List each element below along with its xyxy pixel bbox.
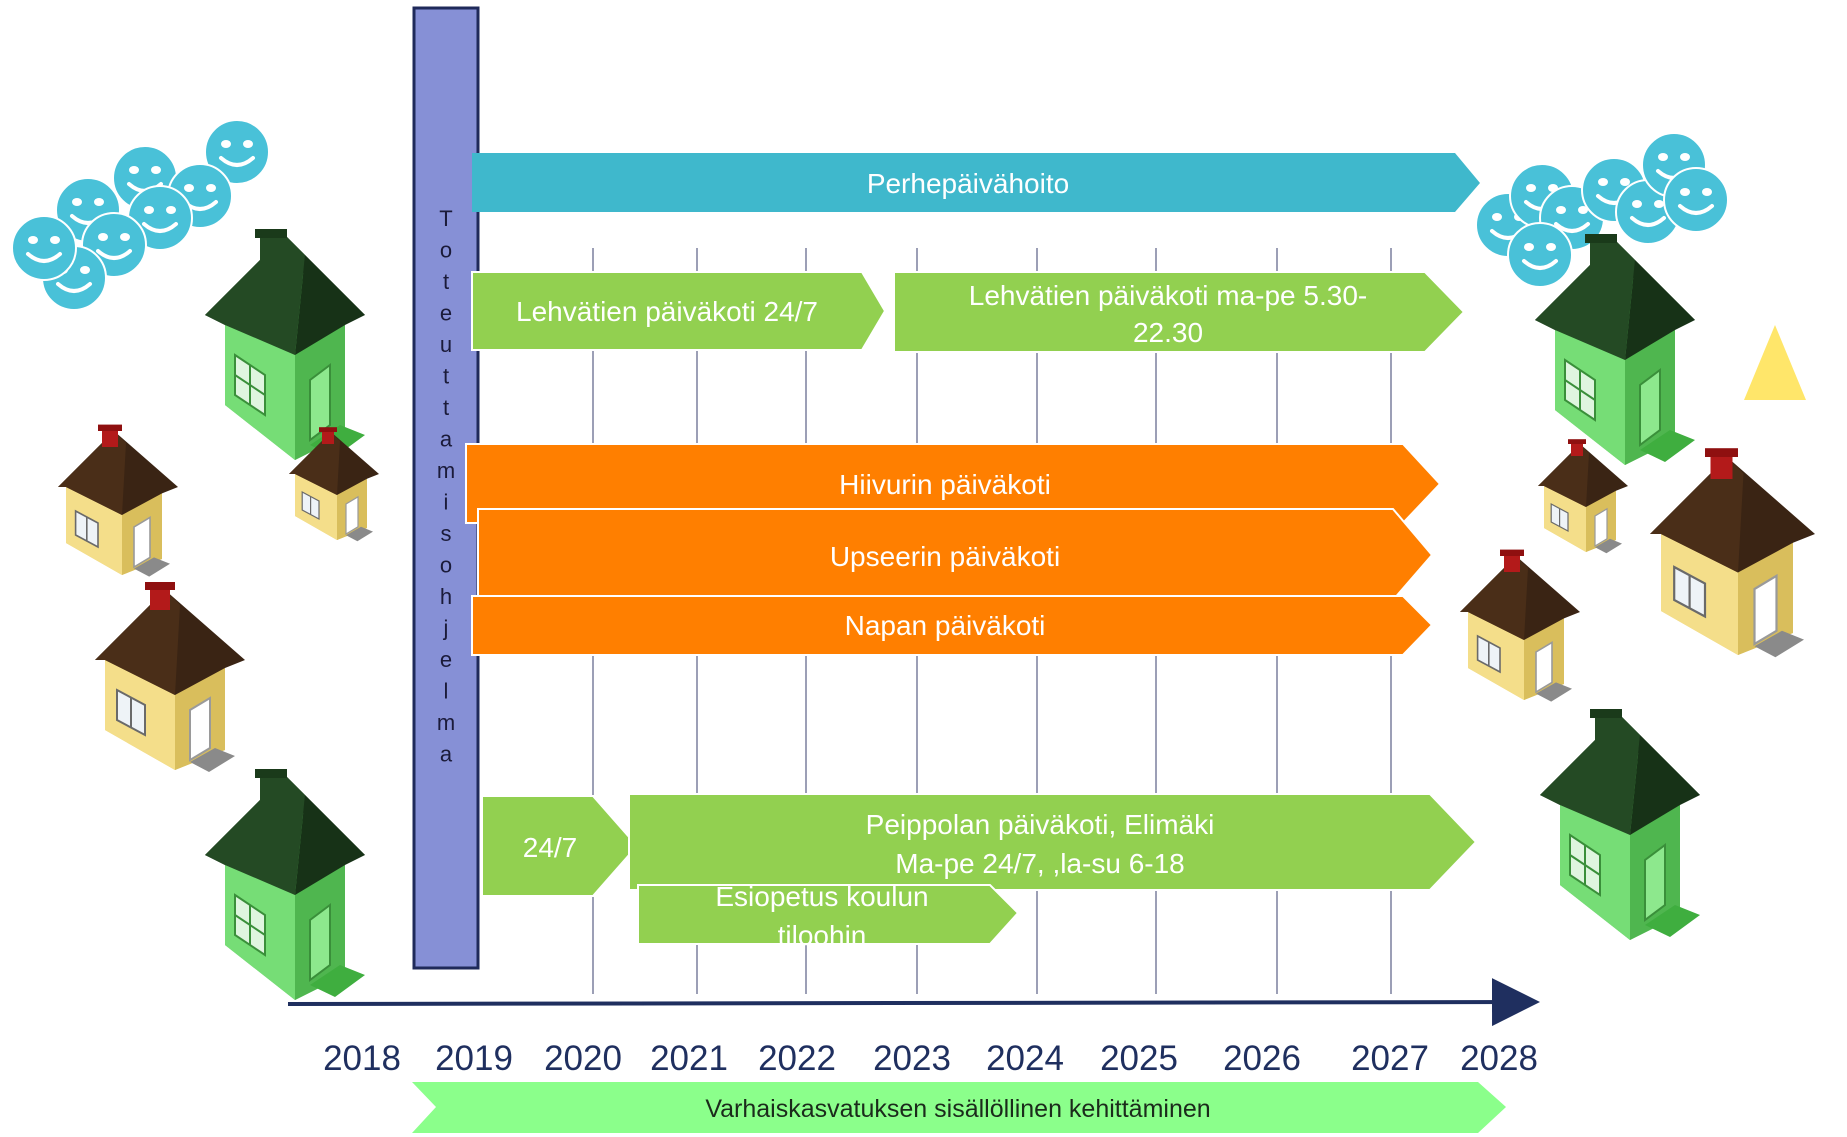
bar-hiivurin-label: Hiivurin päiväkoti [839, 469, 1051, 500]
year-label-2024: 2024 [986, 1039, 1064, 1078]
bar-napan-label: Napan päiväkoti [845, 610, 1046, 641]
program-letter: i [444, 490, 449, 515]
bar-lehvatien-24-7-label: Lehvätien päiväkoti 24/7 [516, 296, 818, 327]
bar-peippola-24-7 [481, 795, 639, 897]
program-letter: t [443, 269, 449, 294]
year-label-2018: 2018 [323, 1039, 401, 1078]
time-axis [287, 978, 1540, 1027]
bar-napan [471, 595, 1434, 656]
year-label-2021: 2021 [650, 1039, 728, 1078]
bar-perhepaivahoito [472, 153, 1480, 212]
program-letter: e [440, 301, 452, 326]
smiley-icon [10, 214, 78, 282]
smiley-icon [1506, 221, 1574, 289]
bar-lehvatien-24-7 [471, 271, 887, 351]
house-icon [204, 228, 366, 461]
house-icon [1459, 548, 1581, 703]
program-letter: m [437, 458, 455, 483]
house-icon [1648, 447, 1817, 659]
program-letter: a [440, 742, 453, 767]
program-letter: u [440, 332, 452, 357]
program-letter: t [443, 364, 449, 389]
program-letter: s [441, 521, 452, 546]
year-label-2022: 2022 [758, 1039, 836, 1078]
footer-label: Varhaiskasvatuksen sisällöllinen kehittä… [705, 1095, 1210, 1123]
bar-peippolan-label-line1: Peippolan päiväkoti, Elimäki [866, 809, 1215, 840]
year-label-2028: 2028 [1460, 1039, 1538, 1078]
bar-esiopetus [637, 884, 1020, 945]
bar-upseerin [477, 508, 1434, 601]
house-icon [94, 581, 246, 773]
year-label-2025: 2025 [1100, 1039, 1178, 1078]
bar-esiopetus-label-line1: Esiopetus koulun [715, 881, 928, 912]
program-letter: m [437, 710, 455, 735]
year-label-2026: 2026 [1223, 1039, 1301, 1078]
program-letter: e [440, 647, 452, 672]
triangle-icon [1744, 325, 1806, 400]
bar-esiopetus-label-line2: tiloohin [778, 920, 867, 951]
year-label-2027: 2027 [1351, 1039, 1429, 1078]
smiley-group-left [10, 118, 271, 312]
bar-hiivurin [465, 443, 1442, 524]
bar-peippolan [628, 793, 1478, 891]
year-label-2023: 2023 [873, 1039, 951, 1078]
bar-lehvatien-ma-pe-label-line2: 22.30 [1133, 317, 1203, 348]
year-label-2020: 2020 [544, 1039, 622, 1078]
program-letter: j [443, 616, 449, 641]
year-label-2019: 2019 [435, 1039, 513, 1078]
bar-lehvatien-ma-pe [893, 271, 1466, 353]
program-letter: h [440, 584, 452, 609]
bar-peippolan-label-line2: Ma-pe 24/7, ,la-su 6-18 [895, 848, 1185, 879]
footer-arrow [412, 1082, 1506, 1133]
program-letter: o [440, 553, 452, 578]
bar-lehvatien-ma-pe-label-line1: Lehvätien päiväkoti ma-pe 5.30- [969, 280, 1367, 311]
bar-upseerin-label: Upseerin päiväkoti [830, 541, 1060, 572]
program-letter: l [444, 679, 449, 704]
smiley-icon [1662, 166, 1730, 234]
bar-perhepaivahoito-label: Perhepäivähoito [867, 168, 1069, 199]
year-labels: 2018 2019 2020 2021 2022 2023 2024 2025 2026 2027… [323, 1039, 1538, 1078]
program-letter: t [443, 395, 449, 420]
house-icon [1539, 708, 1701, 941]
program-letter: a [440, 427, 453, 452]
house-icon [204, 768, 366, 1001]
house-icon [57, 423, 179, 578]
program-letter: o [440, 238, 452, 263]
bar-peippola-24-7-label: 24/7 [523, 832, 578, 863]
program-letter: T [439, 206, 452, 231]
